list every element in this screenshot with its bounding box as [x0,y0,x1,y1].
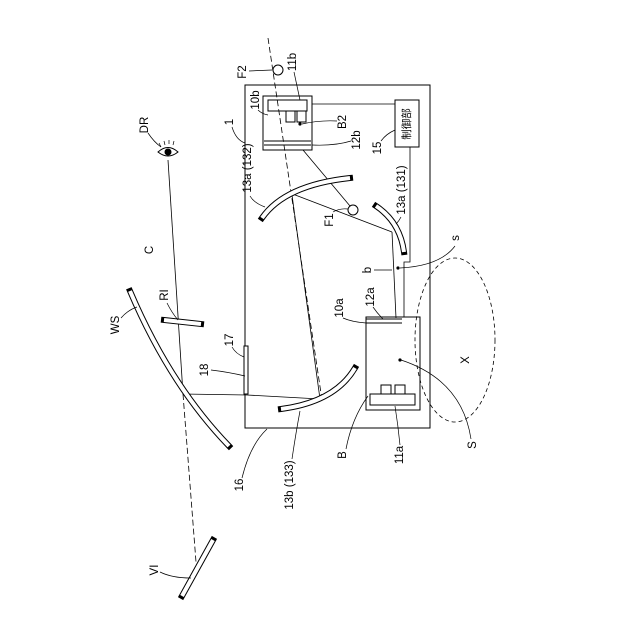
virtual-image-vi [182,540,213,596]
light-source-11a-element-1 [381,385,391,394]
label-ri: RI [159,289,171,301]
label-s-upper: S [467,441,479,449]
label-11a: 11a [394,445,406,464]
label-vi: VI [149,565,161,576]
window-17 [244,346,248,394]
label-x: X [460,356,472,364]
dashed-axis-f2 [268,38,322,400]
label-c: C [144,246,156,254]
label-16: 16 [234,479,246,492]
optical-path-window-13b [247,395,320,399]
display-unit-10a [366,317,420,410]
light-source-11b-element-2 [297,111,306,122]
point-b2 [298,122,301,125]
point-s-lower [396,266,399,269]
label-11b: 11b [287,53,299,71]
plate-ri [164,320,201,324]
labels: F2 11b 10b 1 DR B2 12b 制御部 15 13a (132) … [110,53,479,576]
label-13a-131: 13a (131) [396,165,408,214]
focal-point-f1 [348,205,358,215]
optical-path-13a132-13a131 [290,193,392,232]
optical-path-ws-window [183,394,247,395]
unit-10a-frame [366,317,420,410]
optical-path-c [168,160,183,394]
mirror-13a-132 [262,178,350,218]
light-source-11b [268,100,307,111]
display-unit-10b [263,96,312,150]
label-17: 17 [224,334,236,347]
label-dr: DR [139,117,151,134]
label-15: 15 [372,142,384,155]
label-12b: 12b [351,130,363,149]
unit-10b-frame [263,96,312,150]
light-source-11a [370,394,415,405]
dashed-path-virtual-image [183,394,196,562]
label-b2: B2 [337,115,349,129]
label-f2: F2 [237,65,249,78]
label-ws: WS [110,315,122,334]
label-b-upper: B [337,451,349,459]
label-10b: 10b [250,90,262,109]
label-1: 1 [224,119,236,125]
label-12a: 12a [365,287,377,307]
optical-path-beam-b [392,232,396,318]
light-source-11a-element-2 [395,385,405,394]
label-13b-133: 13b (133) [284,460,296,509]
windshield-ws [130,291,229,446]
label-b-lower: b [362,267,374,273]
light-source-11b-element-1 [286,111,295,122]
label-18: 18 [199,364,211,377]
label-controller: 制御部 [400,108,413,140]
label-f1: F1 [324,213,336,226]
label-s-lower: s [450,235,462,241]
mirror-13b-133 [281,368,355,409]
label-10a: 10a [334,298,346,318]
eye-icon [158,140,178,156]
label-13a-132: 13a (132) [242,143,254,192]
focal-point-f2 [273,65,283,75]
